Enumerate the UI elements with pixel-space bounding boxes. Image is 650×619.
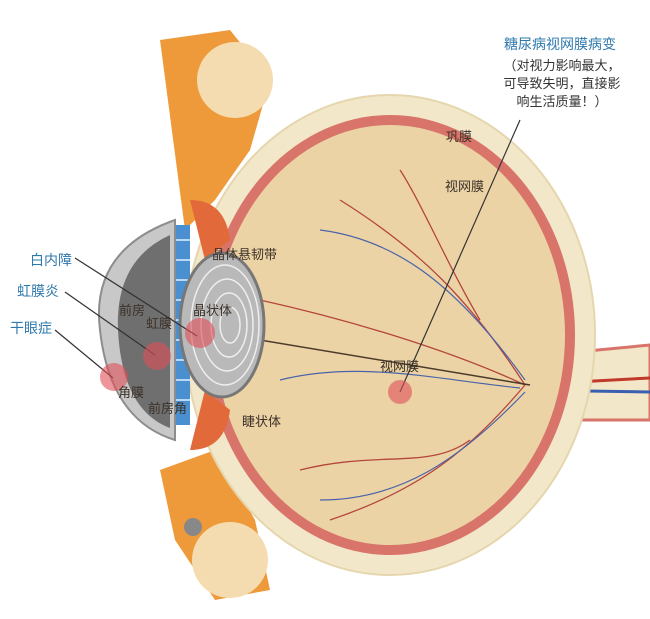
label-ciliary-body: 睫状体 [242,415,282,430]
label-lens: 晶状体 [193,304,233,319]
fat-pad-bottom [192,522,268,598]
dry-eye-marker [100,363,128,391]
retinal-vessels [259,169,526,521]
label-sclera: 巩膜 [446,130,473,145]
label-zonules: 晶体悬韧带 [212,248,278,263]
label-dry-eye: 干眼症 [10,321,52,337]
note-line: （对视力影响最大， [503,59,621,74]
cataract-marker [185,318,215,348]
retinopathy-note: （对视力影响最大， 可导致失明，直接影 响生活质量！） [482,58,642,112]
note-line: 响生活质量！） [516,95,608,110]
ciliary-body-top [190,200,230,260]
retinopathy-title: 糖尿病视网膜病变 [504,37,616,53]
label-chamber-angle: 前房角 [148,402,188,417]
label-iris: 虹膜 [146,317,173,332]
label-cataract: 白内障 [30,253,72,269]
label-cornea: 角膜 [118,386,145,401]
fat-pad-top [197,42,273,118]
eyelash-gland [184,518,202,536]
iritis-marker [143,342,171,370]
pointer-lines [54,119,521,393]
label-retina-top: 视网膜 [445,180,485,195]
label-anterior-chamber: 前房 [119,304,146,319]
ciliary-body-bottom [190,390,230,450]
note-line: 可导致失明，直接影 [503,77,621,92]
visual-axis [229,334,531,386]
label-iritis: 虹膜炎 [17,284,59,300]
label-retina-center: 视网膜 [380,360,420,375]
retinopathy-marker [388,380,412,404]
